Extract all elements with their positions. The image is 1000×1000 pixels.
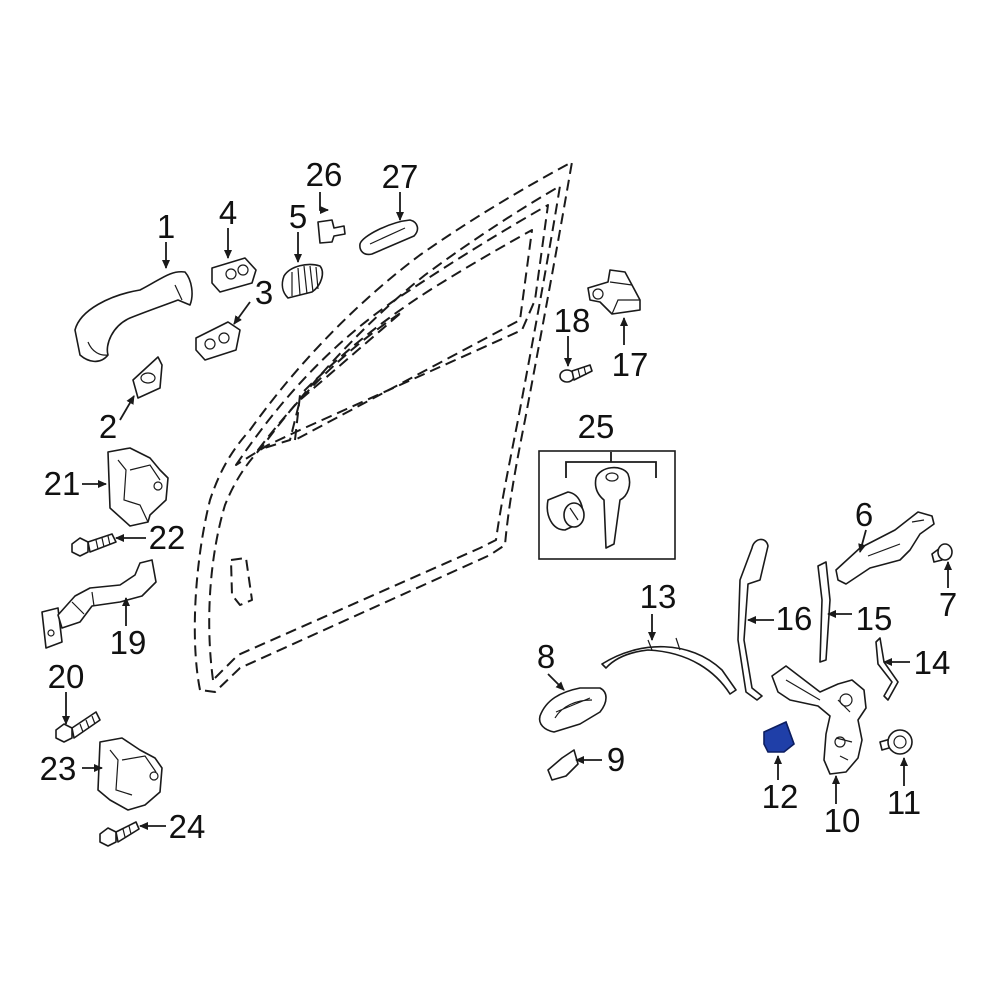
- callout-24: 24: [169, 808, 206, 845]
- callout-17: 17: [612, 346, 649, 383]
- callout-13: 13: [640, 578, 677, 615]
- part-14-rod: [875, 637, 899, 701]
- part-1-outside-handle: [74, 270, 193, 363]
- part-27-lamp: [359, 219, 419, 256]
- callout-19: 19: [110, 624, 147, 661]
- callout-2: 2: [99, 408, 117, 445]
- callout-4: 4: [219, 194, 237, 231]
- callout-3: 3: [255, 274, 273, 311]
- callout-15: 15: [856, 600, 893, 637]
- callout-12: 12: [762, 778, 799, 815]
- callout-6: 6: [855, 496, 873, 533]
- part-2-gasket: [132, 356, 163, 399]
- callout-18: 18: [554, 302, 591, 339]
- part-12-highlighted: [763, 720, 795, 753]
- callout-16: 16: [776, 600, 813, 637]
- part-5-ribbed-cover: [281, 263, 324, 299]
- callout-5: 5: [289, 198, 307, 235]
- callout-23: 23: [40, 750, 77, 787]
- callout-10: 10: [824, 802, 861, 839]
- door-outline: [193, 161, 573, 693]
- callout-22: 22: [149, 519, 186, 556]
- part-19-door-check: [41, 559, 157, 649]
- part-13-cable: [601, 637, 737, 695]
- callout-25: 25: [578, 408, 615, 445]
- callout-14: 14: [914, 644, 951, 681]
- callout-20: 20: [48, 658, 85, 695]
- callout-8: 8: [537, 638, 555, 675]
- part-22-bolt: [71, 533, 117, 557]
- callout-26: 26: [306, 156, 343, 193]
- callout-9: 9: [607, 741, 625, 778]
- part-15-rod: [817, 561, 831, 663]
- part-23-lower-hinge: [97, 737, 163, 811]
- callout-27: 27: [382, 158, 419, 195]
- part-4-handle-cap: [211, 257, 257, 293]
- part-18-screw: [559, 364, 593, 383]
- callout-1: 1: [157, 208, 175, 245]
- part-25-lock-and-key: [538, 450, 676, 560]
- part-16-rod: [737, 538, 769, 701]
- part-20-bolt: [55, 711, 101, 743]
- callout-11: 11: [887, 784, 921, 821]
- leader-lines: [62, 192, 952, 830]
- part-7-screw: [931, 543, 953, 563]
- part-10-latch: [771, 665, 867, 775]
- part-9-clip: [547, 749, 579, 781]
- callout-labels: 1 2 3 4 5 6 7 8 9 10 11 12 13 14 15 16 1…: [40, 156, 958, 845]
- part-26-clip: [317, 219, 346, 244]
- part-17-bracket: [587, 269, 641, 315]
- part-11-bolt: [879, 729, 913, 755]
- callout-7: 7: [939, 586, 957, 623]
- callout-21: 21: [44, 465, 81, 502]
- part-24-bolt: [99, 821, 140, 847]
- part-8-inside-handle: [538, 687, 607, 733]
- part-6-inside-handle: [835, 511, 935, 585]
- part-21-upper-hinge: [107, 447, 169, 527]
- part-3-gasket: [195, 321, 241, 361]
